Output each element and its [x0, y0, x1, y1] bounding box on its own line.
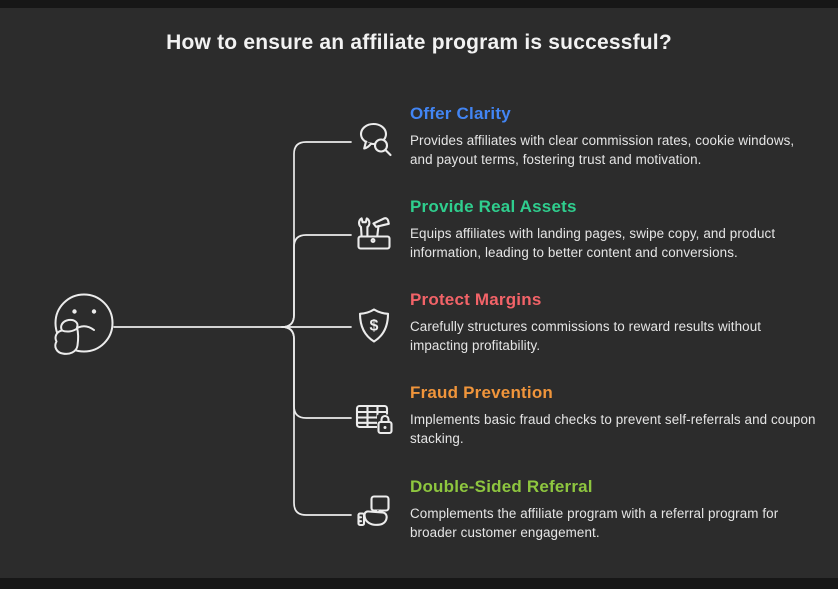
item-heading: Fraud Prevention	[410, 383, 554, 402]
item-description: Complements the affiliate program with a…	[410, 506, 779, 541]
page-title: How to ensure an affiliate program is su…	[166, 31, 672, 54]
item-provide-real-assets: Provide Real Assets Equips affiliates wi…	[352, 197, 822, 262]
item-description: Equips affiliates with landing pages, sw…	[410, 226, 776, 261]
item-protect-margins: $ Protect Margins Carefully structures c…	[352, 290, 822, 355]
item-offer-clarity: Offer Clarity Provides affiliates with c…	[352, 104, 822, 169]
item-description: Implements basic fraud checks to prevent…	[410, 412, 816, 447]
item-heading: Offer Clarity	[410, 104, 511, 123]
svg-text:$: $	[370, 318, 379, 335]
top-edge-bar	[0, 0, 838, 8]
referral-hand-icon	[352, 491, 396, 535]
toolbox-icon	[352, 211, 396, 255]
shield-dollar-icon: $	[352, 304, 396, 348]
bottom-edge-bar	[0, 578, 838, 589]
item-fraud-prevention: Fraud Prevention Implements basic fraud …	[352, 383, 822, 448]
table-lock-icon	[352, 397, 396, 441]
item-description: Carefully structures commissions to rewa…	[410, 319, 762, 354]
item-description: Provides affiliates with clear commissio…	[410, 133, 795, 168]
item-double-sided-referral: Double-Sided Referral Complements the af…	[352, 477, 822, 542]
item-heading: Provide Real Assets	[410, 197, 577, 216]
item-heading: Double-Sided Referral	[410, 477, 593, 496]
thinking-face-icon	[54, 293, 114, 355]
chat-search-icon	[352, 118, 396, 162]
item-heading: Protect Margins	[410, 290, 542, 309]
